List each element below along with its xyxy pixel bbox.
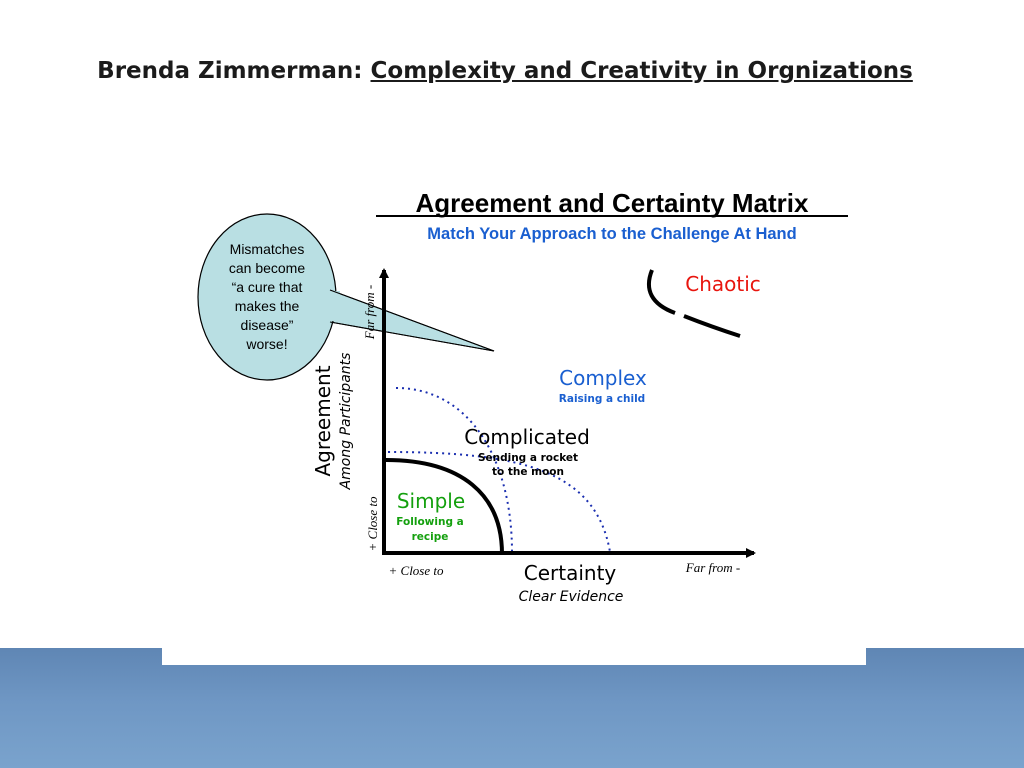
- zone-simple-example-2: recipe: [412, 531, 449, 543]
- zone-complicated-label: Complicated: [464, 425, 590, 449]
- complicated-boundary-curve: [387, 451, 611, 553]
- zone-complex-label: Complex: [559, 366, 647, 390]
- callout-bubble: Mismatches can become “a cure that makes…: [197, 213, 495, 381]
- y-axis-high-label: Far from -: [362, 285, 377, 340]
- zone-chaotic-label: Chaotic: [685, 272, 761, 296]
- x-axis-high-label: Far from -: [685, 560, 740, 575]
- slide-title-author: Brenda Zimmerman:: [97, 58, 371, 84]
- zone-simple-example-1: Following a: [396, 516, 463, 528]
- callout-line-2: can become: [229, 260, 305, 276]
- y-axis-title: Agreement: [311, 365, 335, 476]
- x-axis-title: Certainty: [524, 561, 617, 585]
- callout-line-5: disease”: [241, 317, 294, 333]
- y-axis-subtitle: Among Participants: [338, 353, 354, 491]
- chaotic-boundary-upper: [646, 269, 676, 315]
- y-axis-low-label: + Close to: [365, 496, 380, 551]
- matrix-subtitle: Match Your Approach to the Challenge At …: [427, 225, 796, 243]
- matrix-title: Agreement and Certainty Matrix: [416, 188, 810, 218]
- callout-line-6: worse!: [245, 336, 287, 352]
- complex-boundary-curve: [395, 387, 513, 553]
- zone-complicated-example-2: to the moon: [492, 466, 564, 478]
- x-axis-low-label: + Close to: [389, 563, 444, 578]
- zone-simple-label: Simple: [397, 489, 465, 513]
- chaotic-boundary-lower: [683, 314, 741, 338]
- callout-line-4: makes the: [235, 298, 300, 314]
- simple-boundary-curve: [385, 458, 504, 555]
- callout-line-1: Mismatches: [230, 241, 305, 257]
- content-panel-edge: [162, 640, 866, 665]
- x-axis-subtitle: Clear Evidence: [519, 589, 624, 605]
- zone-complex-example: Raising a child: [559, 393, 645, 405]
- footer-band: [0, 648, 1024, 768]
- callout-line-3: “a cure that: [232, 279, 303, 295]
- slide-title: Brenda Zimmerman: Complexity and Creativ…: [0, 58, 1010, 84]
- zone-complicated-example-1: Sending a rocket: [478, 452, 578, 464]
- slide-title-book: Complexity and Creativity in Orgnization…: [370, 58, 913, 84]
